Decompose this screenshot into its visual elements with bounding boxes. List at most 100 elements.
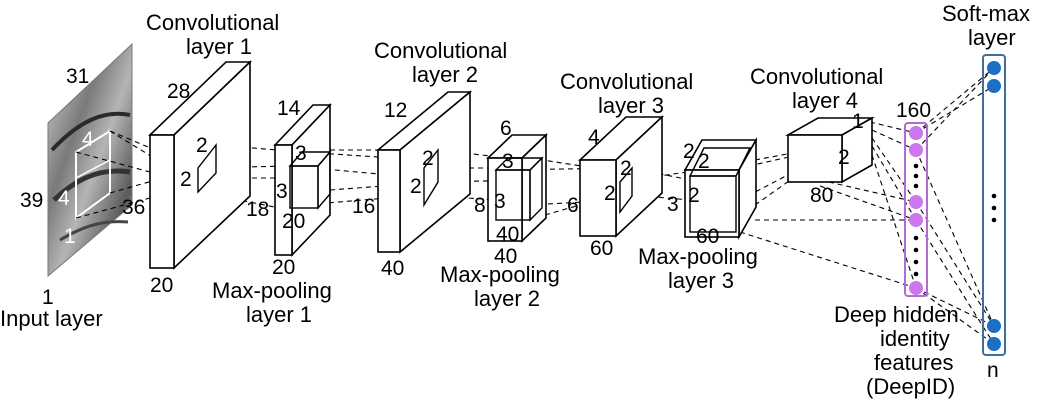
- conv-layer-3: 4 6 60 2 2 Convolutional layer 3: [560, 69, 693, 260]
- conv4-width-label: 1: [852, 110, 864, 133]
- input-height-label: 39: [20, 189, 43, 212]
- conv3-depth-label: 60: [590, 237, 613, 260]
- pool2-title-line2: layer 2: [474, 286, 540, 311]
- deepid-node: [909, 213, 923, 227]
- conv1-front-face: [149, 134, 175, 269]
- conv2-kernel: [423, 147, 439, 208]
- pool2-kernel-front: [495, 169, 531, 221]
- deepid-title-line4: (DeepID): [866, 374, 955, 399]
- softmax-size-label: n: [987, 359, 999, 382]
- conv1-title-line1: Convolutional: [146, 10, 279, 35]
- pool1-kernel-top-label: 3: [295, 142, 307, 165]
- pool1-kernel-depth-label: 20: [282, 210, 305, 233]
- deepid-node: [909, 195, 923, 209]
- pool2-kernel-top-label: 3: [502, 150, 514, 173]
- deepid-layer: 160 Deep hidden identity features (DeepI…: [834, 99, 959, 399]
- softmax-frame: [982, 54, 1006, 356]
- softmax-layer: Soft-max layer n: [942, 1, 1030, 382]
- pool3-kernel-side-label: 2: [688, 184, 700, 207]
- softmax-node: [987, 61, 1001, 75]
- softmax-title-line1: Soft-max: [942, 1, 1030, 26]
- conv1-kernel: [197, 142, 217, 194]
- pool3-title-line2: layer 3: [668, 268, 734, 293]
- conv1-kernel-side-label: 2: [180, 168, 192, 191]
- input-kernel-top-label: 4: [82, 128, 94, 151]
- pool-layer-2: 6 8 40 3 3 40 Max-pooling layer 2: [440, 117, 560, 311]
- conv4-height-label: 2: [838, 146, 850, 169]
- conv2-depth-label: 40: [381, 257, 404, 280]
- deepid-node: [909, 143, 923, 157]
- softmax-ellipsis: [991, 193, 997, 223]
- deepid-ellipsis-bottom: [913, 235, 919, 277]
- deepid-ellipsis-top: [913, 163, 919, 189]
- pool1-width-label: 14: [277, 97, 301, 120]
- input-face-image: [47, 42, 133, 278]
- pool1-kernel-side-label: 3: [276, 180, 288, 203]
- input-kernel-depth-label: 1: [64, 225, 76, 248]
- pool1-title-line1: Max-pooling: [212, 278, 332, 303]
- conv2-kernel-side-label: 2: [410, 175, 422, 198]
- conv3-kernel-side-label: 2: [604, 182, 616, 205]
- softmax-node: [987, 337, 1001, 351]
- conv3-height-label: 6: [567, 194, 579, 217]
- input-layer-title: Input layer: [0, 306, 103, 331]
- pool3-title-line1: Max-pooling: [638, 244, 758, 269]
- conv3-width-label: 4: [588, 126, 600, 149]
- conv3-title-line1: Convolutional: [560, 69, 693, 94]
- input-layer: 31 39 1 4 4 1 Input layer: [0, 42, 133, 331]
- deepid-size-label: 160: [896, 99, 931, 122]
- pool-layer-1: 14 18 20 3 3 20 Max-pooling layer 1: [212, 97, 332, 327]
- pool1-depth-label: 20: [272, 256, 295, 279]
- conv1-kernel-top-label: 2: [196, 134, 208, 157]
- input-face-contour: [50, 111, 131, 152]
- conv3-front-face: [579, 159, 617, 237]
- pool1-height-label: 18: [246, 198, 269, 221]
- pool1-title-line2: layer 1: [246, 302, 312, 327]
- pool2-kernel-depth-label: 40: [496, 223, 519, 246]
- pool3-inner-front: [689, 175, 737, 233]
- conv4-title-line2: layer 4: [792, 88, 858, 113]
- conv1-width-label: 28: [167, 80, 190, 103]
- conv3-kernel: [619, 166, 633, 215]
- softmax-node: [987, 319, 1001, 333]
- pool3-kernel-top-label: 2: [698, 150, 710, 173]
- conv1-height-label: 36: [122, 196, 145, 219]
- pool3-width-label: 2: [683, 140, 695, 163]
- pool2-depth-label: 40: [494, 245, 517, 268]
- conv4-front-face: [787, 134, 843, 183]
- deepid-frame: [904, 122, 928, 297]
- pool-layer-3: 2 3 60 2 2 Max-pooling layer 3: [638, 136, 758, 293]
- pool1-kernel-front: [289, 165, 319, 209]
- pool2-front-face: [487, 157, 523, 242]
- deepid-title-line1: Deep hidden: [834, 302, 959, 327]
- deepid-title-line2: identity: [880, 326, 950, 351]
- pool3-front-face: [684, 169, 740, 238]
- pool3-depth-label: 60: [696, 225, 719, 248]
- conv-layer-1: 28 36 20 2 2 Convolutional layer 1: [122, 10, 279, 297]
- deepid-title-line3: features: [874, 350, 954, 375]
- pool3-height-label: 3: [667, 193, 679, 216]
- conv2-height-label: 16: [352, 195, 375, 218]
- pool2-kernel-side-label: 3: [494, 190, 506, 213]
- input-depth-label: 1: [42, 286, 54, 309]
- pool2-title-line1: Max-pooling: [440, 262, 560, 287]
- input-kernel-side-label: 4: [58, 187, 70, 210]
- conv2-front-face: [377, 149, 401, 253]
- conv3-title-line2: layer 3: [598, 93, 664, 118]
- conv2-width-label: 12: [384, 99, 407, 122]
- conv3-kernel-top-label: 2: [620, 157, 632, 180]
- input-width-label: 31: [66, 65, 89, 88]
- conv-layer-2: 12 16 40 2 2 Convolutional layer 2: [352, 38, 507, 280]
- pool2-width-label: 6: [500, 117, 512, 140]
- pool2-height-label: 8: [474, 194, 486, 217]
- softmax-node: [987, 79, 1001, 93]
- conv4-depth-label: 80: [810, 184, 833, 207]
- conv2-title-line1: Convolutional: [374, 38, 507, 63]
- deepid-node: [909, 126, 923, 140]
- conv4-title-line1: Convolutional: [750, 64, 883, 89]
- conv1-depth-label: 20: [150, 274, 173, 297]
- deepid-node: [909, 281, 923, 295]
- pool1-front-face: [274, 144, 293, 256]
- conv1-title-line2: layer 1: [186, 34, 252, 59]
